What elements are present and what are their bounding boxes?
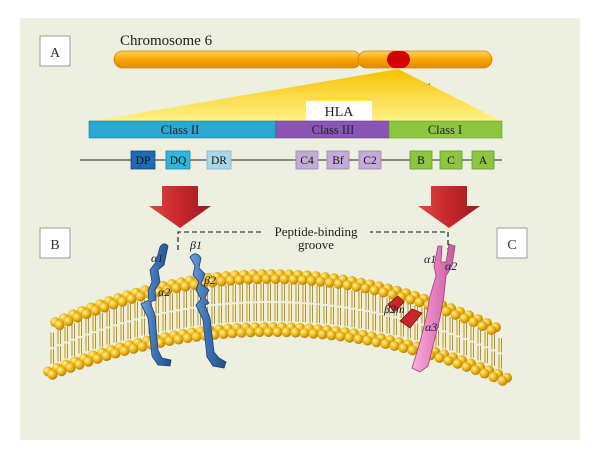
mhc-class-ii-molecule: α1 α2 β1 β2 — [140, 238, 227, 369]
svg-text:B: B — [417, 155, 425, 167]
down-arrow-icon — [149, 186, 211, 228]
gene-c: C — [439, 150, 463, 170]
gene-bf: Bf — [326, 150, 350, 170]
beta2-microglobulin — [399, 308, 423, 329]
mhc-class-i-molecule: α1 α2 α3 β2m — [383, 243, 457, 373]
class-i-label-alpha1: α1 — [424, 252, 436, 266]
gene-dq: DQ — [165, 150, 191, 170]
groove-label-line1: Peptide-binding — [274, 224, 358, 239]
centromere-band — [387, 51, 410, 68]
zoom-fan — [92, 69, 502, 121]
svg-text:DR: DR — [211, 155, 227, 167]
class-ii-label: Class II — [161, 123, 200, 137]
class-ii-label-alpha2: α2 — [158, 285, 170, 299]
class-bar: Class II Class III Class I — [88, 120, 503, 139]
svg-text:C: C — [507, 238, 516, 253]
gene-b: B — [409, 150, 433, 170]
panel-label-c: C — [496, 227, 528, 259]
svg-text:Bf: Bf — [332, 155, 344, 167]
svg-text:A: A — [479, 155, 488, 167]
panel-label-a: A — [39, 35, 71, 67]
gene-a: A — [471, 150, 495, 170]
class-iii-label: Class III — [312, 123, 355, 137]
beta2-microglobulin-top — [387, 295, 405, 313]
svg-text:C: C — [447, 155, 455, 167]
class-ii-alpha-chain — [140, 243, 172, 367]
panel-label-b: B — [39, 227, 71, 259]
svg-text:C4: C4 — [300, 155, 314, 167]
gene-dr: DR — [206, 150, 232, 170]
svg-text:A: A — [50, 46, 61, 61]
class-i-label: Class I — [428, 123, 462, 137]
class-i-label-b2m: β2m — [383, 302, 405, 316]
groove-label-line2: groove — [298, 237, 334, 252]
groove-label-bg — [262, 224, 370, 240]
class-i-segment — [388, 120, 503, 139]
gene-c4: C4 — [295, 150, 319, 170]
hla-title: HLA — [306, 101, 372, 121]
chromosome-label: Chromosome 6 — [120, 33, 213, 49]
down-arrow-icon — [418, 186, 480, 228]
svg-text:C2: C2 — [363, 155, 377, 167]
gene-dp: DP — [130, 150, 156, 170]
class-i-alpha-chain — [411, 243, 456, 373]
svg-text:DP: DP — [136, 155, 151, 167]
svg-text:HLA: HLA — [325, 105, 355, 120]
chromosome-6 — [113, 50, 493, 69]
class-ii-beta-chain — [189, 253, 227, 369]
class-i-label-alpha3: α3 — [425, 320, 437, 334]
class-i-label-alpha2: α2 — [445, 259, 457, 273]
svg-text:B: B — [50, 238, 59, 253]
class-ii-label-alpha1: α1 — [151, 251, 163, 265]
gene-c2: C2 — [358, 150, 382, 170]
class-ii-label-beta1: β1 — [189, 238, 202, 252]
cell-membrane — [43, 269, 512, 386]
class-ii-label-beta2: β2 — [203, 273, 216, 287]
svg-text:DQ: DQ — [170, 155, 187, 167]
